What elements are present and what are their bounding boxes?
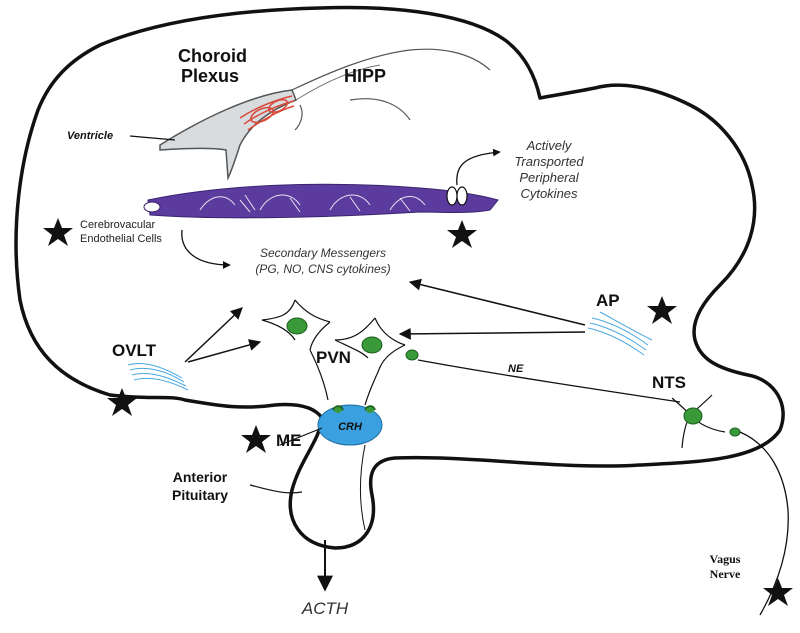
pvn-neuron-2 [334,317,419,406]
vagus-nerve-fiber [739,431,789,616]
pituitary-stalk [360,444,366,531]
nts-label: NTS [652,373,686,392]
star-endothelial [43,218,73,246]
ovlt-to-pvn-arrow [187,339,262,363]
choroid-plexus-label-2: Plexus [181,66,239,86]
cytokines-label-2: Transported [514,154,584,169]
ne-label: NE [508,363,524,375]
me-label: ME [276,431,302,450]
messengers-label-1: Secondary Messengers [260,246,386,260]
brain-outline [14,5,785,550]
endothelial-label-1: Cerebrovacular [80,219,156,231]
nts-neuron [671,394,741,449]
ap-label: AP [596,291,620,310]
crh-label: CRH [338,421,363,433]
ventricle-pointer [129,135,176,141]
median-eminence [317,404,383,446]
cytokines-label-4: Cytokines [520,186,578,201]
cytokine-arrow [456,148,501,186]
ovlt-label: OVLT [112,341,157,360]
choroid-plexus-label-1: Choroid [178,46,247,66]
star-ovlt [107,388,137,416]
endothelial-label-2: Endothelial Cells [80,233,162,245]
ovlt-organ [127,363,189,391]
cytokines-label-1: Actively [526,138,573,153]
star-me [241,425,271,453]
endothelial-arrow [181,229,231,269]
cytokines-label-3: Peripheral [519,170,579,185]
ap-to-pvn-arrow [398,327,586,340]
ap-organ [587,311,653,356]
anterior-pituitary-label-1: Anterior [173,469,228,485]
cerebrovascular-vessel [143,183,499,219]
pvn-label: PVN [316,348,351,367]
star-vessel [447,220,477,248]
messengers-label-2: (PG, NO, CNS cytokines) [255,262,390,276]
pvn-neuron-1 [261,299,331,401]
vagus-label-2: Nerve [710,567,741,581]
ap-to-messengers-arrow [408,278,586,326]
hipp-label: HIPP [344,66,386,86]
acth-label: ACTH [301,599,349,618]
ne-fiber [417,359,681,403]
me-pointer [279,427,323,446]
ventricle-shape [159,89,297,181]
ovlt-to-messengers-arrow [184,307,243,363]
pituitary-pointer [249,484,303,494]
star-vagus [763,578,793,606]
choroid-plexus [239,95,295,131]
ventricle-label: Ventricle [67,130,113,142]
anterior-pituitary-label-2: Pituitary [172,487,228,503]
star-ap [647,296,677,324]
vagus-label-1: Vagus [710,552,741,566]
